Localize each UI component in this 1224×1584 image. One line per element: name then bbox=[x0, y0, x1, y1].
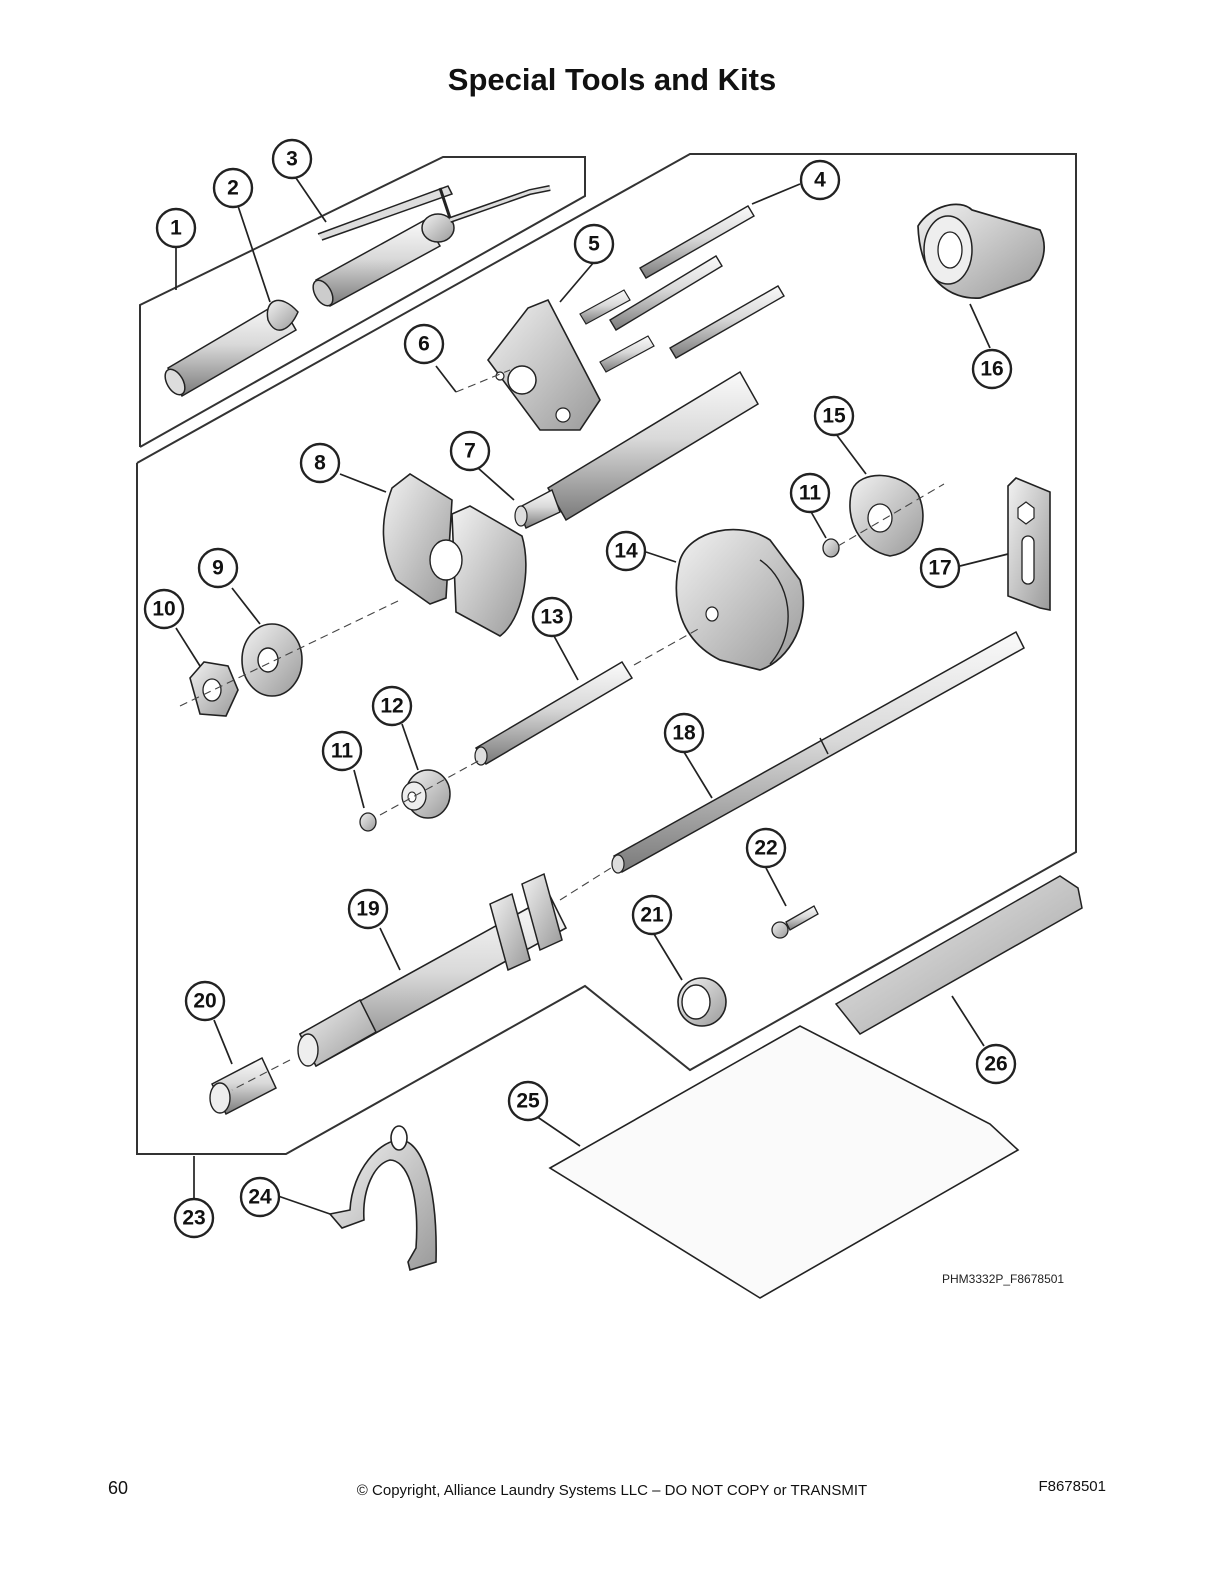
puller-block bbox=[486, 289, 655, 431]
callout-18: 18 bbox=[663, 712, 705, 754]
svg-text:13: 13 bbox=[540, 606, 563, 629]
callout-14: 14 bbox=[605, 530, 647, 572]
svg-text:12: 12 bbox=[380, 695, 403, 718]
drive-rod bbox=[474, 660, 634, 766]
callout-1: 1 bbox=[155, 207, 197, 249]
callout-5: 5 bbox=[573, 223, 615, 265]
slotted-plate bbox=[1007, 477, 1051, 611]
callout-12: 12 bbox=[371, 685, 413, 727]
svg-text:21: 21 bbox=[640, 904, 664, 927]
bearing-puller-disc bbox=[675, 528, 805, 671]
callout-25: 25 bbox=[507, 1080, 549, 1122]
svg-text:10: 10 bbox=[152, 598, 175, 621]
callout-16: 16 bbox=[971, 348, 1013, 390]
svg-text:17: 17 bbox=[928, 557, 951, 580]
svg-text:23: 23 bbox=[182, 1207, 205, 1230]
grease-gun-tube bbox=[164, 300, 298, 398]
callout-20: 20 bbox=[184, 980, 226, 1022]
callout-10: 10 bbox=[143, 588, 185, 630]
copyright-notice: © Copyright, Alliance Laundry Systems LL… bbox=[356, 1482, 868, 1499]
bearing-seal bbox=[677, 977, 727, 1027]
svg-text:11: 11 bbox=[331, 740, 354, 763]
callout-21: 21 bbox=[631, 894, 673, 936]
split-collar bbox=[382, 473, 527, 637]
svg-text:8: 8 bbox=[314, 452, 326, 475]
page-title: Special Tools and Kits bbox=[447, 62, 777, 97]
svg-text:1: 1 bbox=[170, 217, 182, 240]
callout-9: 9 bbox=[197, 547, 239, 589]
svg-text:16: 16 bbox=[980, 358, 1003, 381]
puller-pins bbox=[609, 205, 785, 359]
svg-text:20: 20 bbox=[193, 990, 216, 1013]
callout-19: 19 bbox=[347, 888, 389, 930]
svg-text:15: 15 bbox=[822, 405, 846, 428]
bearing-collar bbox=[849, 474, 924, 557]
svg-text:11: 11 bbox=[799, 482, 822, 505]
support-bracket bbox=[328, 1125, 437, 1272]
press-tool bbox=[297, 872, 568, 1068]
svg-text:6: 6 bbox=[418, 333, 430, 356]
callout-2: 2 bbox=[212, 167, 254, 209]
svg-text:26: 26 bbox=[984, 1053, 1007, 1076]
cover-plate bbox=[548, 1025, 1020, 1299]
callout-22: 22 bbox=[745, 827, 787, 869]
svg-text:18: 18 bbox=[672, 722, 696, 745]
long-shaft bbox=[611, 630, 1025, 874]
bolt bbox=[771, 905, 819, 939]
callout-7: 7 bbox=[449, 430, 491, 472]
center-lines bbox=[179, 369, 945, 1091]
svg-text:5: 5 bbox=[588, 233, 600, 256]
callout-13: 13 bbox=[531, 596, 573, 638]
flange-housing bbox=[917, 203, 1045, 299]
small-nut-upper bbox=[822, 538, 840, 558]
document-id: F8678501 bbox=[1038, 1478, 1106, 1495]
puller-shaft bbox=[514, 370, 760, 529]
kit-outline-lubrication bbox=[139, 156, 586, 448]
press-adapter bbox=[209, 1056, 277, 1116]
callout-11-lower: 11 bbox=[321, 730, 363, 772]
svg-text:3: 3 bbox=[286, 148, 298, 171]
svg-text:14: 14 bbox=[614, 540, 638, 563]
hex-nut-large bbox=[189, 661, 239, 717]
bushing bbox=[401, 769, 451, 819]
callout-6: 6 bbox=[403, 323, 445, 365]
svg-text:7: 7 bbox=[464, 440, 476, 463]
alignment-bar bbox=[834, 875, 1083, 1035]
callout-11-upper: 11 bbox=[789, 472, 831, 514]
callout-26: 26 bbox=[975, 1043, 1017, 1085]
svg-text:9: 9 bbox=[212, 557, 224, 580]
grease-gun-barrel bbox=[312, 185, 551, 308]
callout-15: 15 bbox=[813, 395, 855, 437]
kit-outline-bearing-tools bbox=[136, 153, 1077, 1155]
svg-text:24: 24 bbox=[248, 1186, 272, 1209]
svg-text:2: 2 bbox=[227, 177, 239, 200]
callout-8: 8 bbox=[299, 442, 341, 484]
callout-4: 4 bbox=[799, 159, 841, 201]
svg-text:4: 4 bbox=[814, 169, 826, 192]
svg-text:19: 19 bbox=[356, 898, 379, 921]
small-nut-lower bbox=[359, 812, 377, 832]
leader-lines bbox=[175, 177, 1009, 1215]
thrust-washer bbox=[241, 623, 303, 697]
callout-24: 24 bbox=[239, 1176, 281, 1218]
page-number: 60 bbox=[108, 1478, 129, 1498]
figure-code: PHM3332P_F8678501 bbox=[942, 1272, 1064, 1286]
callout-23: 23 bbox=[173, 1197, 215, 1239]
callout-3: 3 bbox=[271, 138, 313, 180]
svg-text:22: 22 bbox=[754, 837, 777, 860]
svg-text:25: 25 bbox=[516, 1090, 540, 1113]
grease-gun-cap bbox=[266, 299, 299, 331]
callout-17: 17 bbox=[919, 547, 961, 589]
